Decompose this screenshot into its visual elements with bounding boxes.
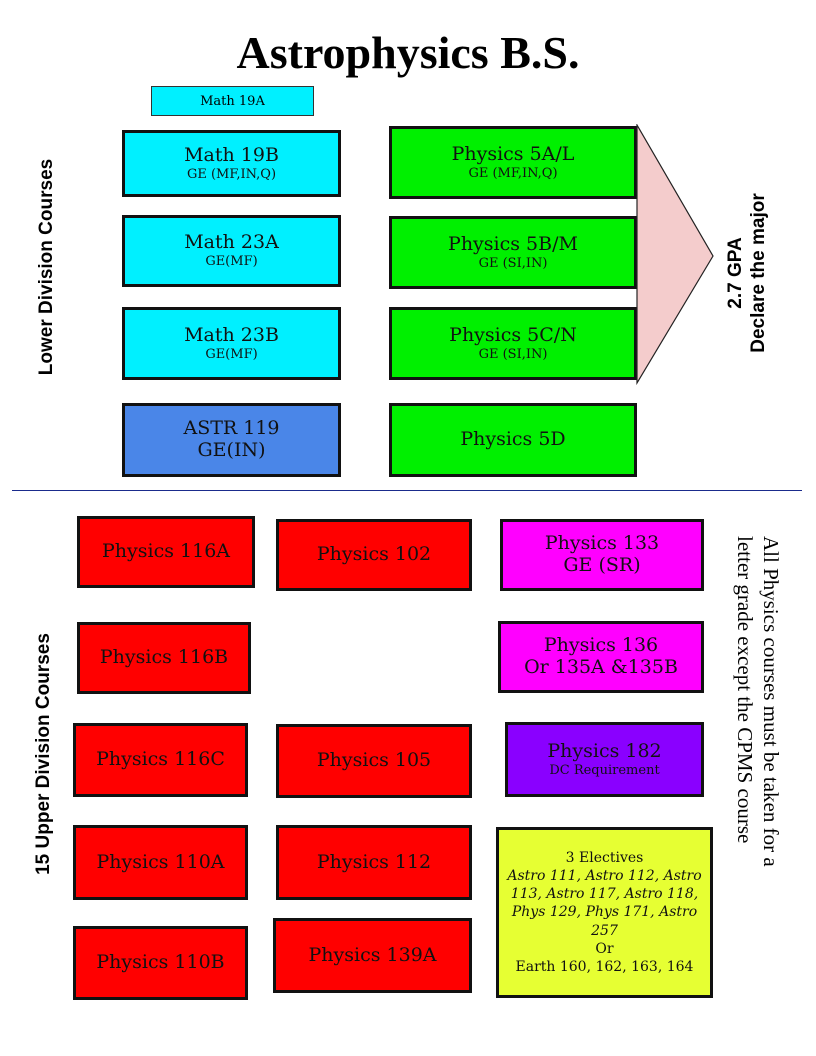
electives-list: Astro 111, Astro 112, Astro 113, Astro 1… <box>507 868 702 939</box>
physics-102-box: Physics 102 <box>276 519 472 591</box>
astr-119-box: ASTR 119 GE(IN) <box>122 403 341 477</box>
course-ge: GE (SI,IN) <box>478 255 548 271</box>
physics-136-box: Physics 136 Or 135A &135B <box>498 621 704 693</box>
electives-or: Or <box>595 940 614 957</box>
course-alt: Or 135A &135B <box>524 656 678 678</box>
physics-116a-box: Physics 116A <box>77 516 255 588</box>
gpa-requirement-label: 2.7 GPA Declare the major <box>725 163 775 383</box>
course-name: Physics 139A <box>308 943 437 966</box>
math-19a-box: Math 19A <box>151 86 314 116</box>
electives-earth: Earth 160, 162, 163, 164 <box>515 958 694 975</box>
course-name: Physics 110B <box>96 951 225 974</box>
course-name: Physics 133 <box>544 532 660 555</box>
course-ge: GE (SR) <box>563 554 641 576</box>
course-name: Physics 182 <box>547 739 662 762</box>
upper-division-label: 15 Upper Division Courses <box>33 633 54 875</box>
physics-5c-box: Physics 5C/N GE (SI,IN) <box>389 307 637 380</box>
course-name: Physics 105 <box>316 749 432 772</box>
course-name: ASTR 119 <box>183 417 280 440</box>
course-name: Physics 136 <box>543 634 659 657</box>
gpa-line: 2.7 GPA <box>725 237 746 309</box>
course-name: Math 23A <box>184 231 279 254</box>
physics-105-box: Physics 105 <box>276 724 472 798</box>
course-name: Physics 5A/L <box>451 142 575 165</box>
note-line-2: letter grade except the CPMS course <box>732 536 757 844</box>
physics-116b-box: Physics 116B <box>77 622 251 694</box>
math-23b-box: Math 23B GE(MF) <box>122 307 341 380</box>
division-divider <box>12 490 802 491</box>
physics-133-box: Physics 133 GE (SR) <box>500 519 704 591</box>
course-ge: GE(MF) <box>205 254 258 270</box>
physics-5b-box: Physics 5B/M GE (SI,IN) <box>389 216 637 289</box>
electives-heading: 3 Electives <box>565 849 644 866</box>
physics-139a-box: Physics 139A <box>273 918 472 993</box>
math-19b-box: Math 19B GE (MF,IN,Q) <box>122 130 341 197</box>
course-name: Physics 5C/N <box>449 323 577 346</box>
course-ge: GE (SI,IN) <box>478 346 548 362</box>
course-ge: GE(MF) <box>205 346 258 362</box>
letter-grade-note: All Physics courses must be taken for a … <box>728 536 784 956</box>
physics-5a-box: Physics 5A/L GE (MF,IN,Q) <box>389 126 637 199</box>
physics-5d-box: Physics 5D <box>389 403 637 477</box>
course-name: Physics 112 <box>316 850 432 873</box>
physics-112-box: Physics 112 <box>276 825 472 900</box>
course-name: Math 19B <box>184 143 279 166</box>
course-name: Physics 5B/M <box>448 232 578 255</box>
course-requirement: DC Requirement <box>549 762 660 778</box>
declare-line: Declare the major <box>747 193 769 353</box>
course-ge: GE(IN) <box>197 439 266 461</box>
course-ge: GE (MF,IN,Q) <box>186 166 277 182</box>
physics-182-box: Physics 182 DC Requirement <box>505 722 704 797</box>
physics-116c-box: Physics 116C <box>73 723 248 797</box>
course-name: Physics 102 <box>316 543 432 566</box>
declare-major-arrow <box>636 124 714 386</box>
page-title: Astrophysics B.S. <box>236 27 580 78</box>
course-name: Physics 110A <box>96 850 225 873</box>
course-name: Physics 116C <box>96 748 225 771</box>
course-name: Math 23B <box>184 323 279 346</box>
physics-110a-box: Physics 110A <box>73 825 248 900</box>
course-name: Physics 116B <box>99 646 229 669</box>
note-line-1: All Physics courses must be taken for a <box>759 536 783 867</box>
course-ge: GE (MF,IN,Q) <box>468 165 558 181</box>
physics-110b-box: Physics 110B <box>73 926 248 1000</box>
course-name: Physics 5D <box>460 428 566 451</box>
course-name: Physics 116A <box>102 540 230 563</box>
math-23a-box: Math 23A GE(MF) <box>122 215 341 287</box>
lower-division-label: Lower Division Courses <box>36 158 57 376</box>
electives-box: 3 Electives Astro 111, Astro 112, Astro … <box>496 827 713 998</box>
